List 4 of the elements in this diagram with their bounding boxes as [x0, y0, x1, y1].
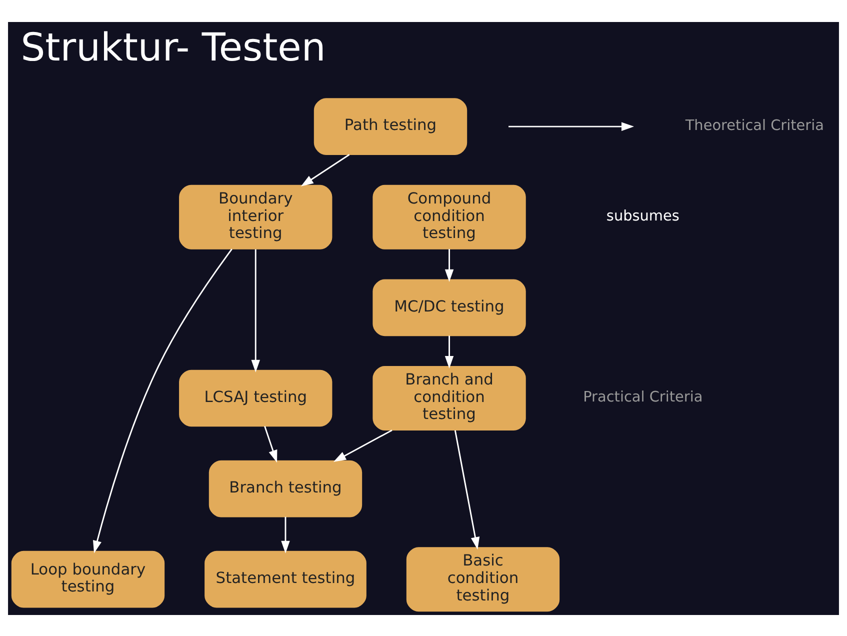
label: Practical Criteria — [583, 389, 703, 406]
diagram-title: Struktur- Testen — [20, 25, 326, 70]
legend-label: subsumes — [606, 208, 680, 224]
label: Theoretical Criteria — [685, 117, 824, 134]
